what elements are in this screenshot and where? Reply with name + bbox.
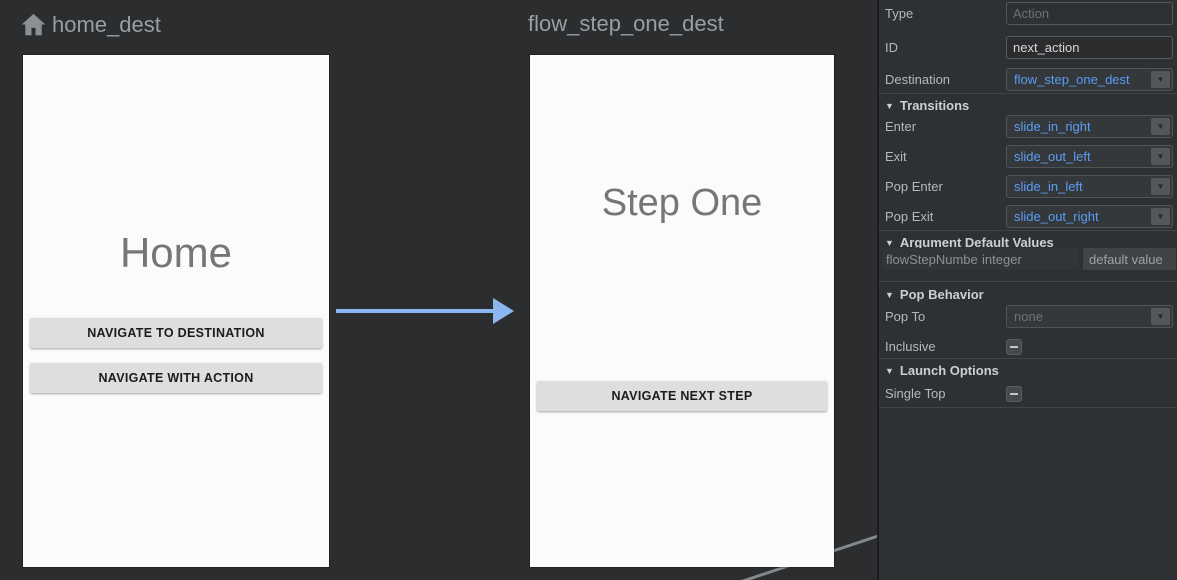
enter-value: slide_in_right [1014,119,1091,134]
enter-label: Enter [885,119,917,134]
exit-label: Exit [885,149,907,164]
divider [879,358,1177,359]
destination-header-step-one[interactable]: flow_step_one_dest [528,11,724,37]
transitions-title: Transitions [899,98,970,113]
home-icon [21,13,46,36]
argument-name: flowStepNumbe [883,248,982,270]
id-input[interactable] [1006,36,1173,59]
destination-header-home[interactable]: home_dest [20,11,161,38]
collapse-triangle-icon[interactable]: ▼ [885,100,894,111]
destination-preview-home[interactable]: Home NAVIGATE TO DESTINATION NAVIGATE WI… [23,55,329,567]
pop-enter-value: slide_in_left [1014,179,1083,194]
argument-defaults-section-header[interactable]: ▼ Argument Default Values [885,234,1175,251]
pop-exit-label: Pop Exit [885,209,934,224]
divider [879,407,1177,408]
attributes-panel: Type ID Destination flow_step_one_dest ▼… [877,0,1177,580]
home-screen-title: Home [119,229,233,276]
nav-graph-canvas[interactable]: home_dest Home NAVIGATE TO DESTINATION N… [0,0,877,580]
pop-enter-label: Pop Enter [885,179,943,194]
collapse-triangle-icon[interactable]: ▼ [885,365,894,376]
exit-dropdown[interactable]: slide_out_left ▼ [1006,145,1173,168]
exit-value: slide_out_left [1014,149,1091,164]
inclusive-label: Inclusive [885,339,936,354]
pop-to-label: Pop To [885,309,926,324]
pop-enter-dropdown[interactable]: slide_in_left ▼ [1006,175,1173,198]
enter-dropdown[interactable]: slide_in_right ▼ [1006,115,1173,138]
argument-row: flowStepNumbe integer default value [883,248,1176,270]
pop-behavior-section-header[interactable]: ▼ Pop Behavior [885,286,1175,303]
action-arrow-home-to-step-one[interactable] [336,298,514,324]
type-input[interactable] [1006,2,1173,25]
divider [879,230,1177,231]
id-label: ID [885,40,898,55]
launch-options-section-header[interactable]: ▼ Launch Options [885,362,1175,379]
chevron-down-icon[interactable]: ▼ [1151,208,1170,225]
pop-exit-value: slide_out_right [1014,209,1099,224]
argument-defaults-title: Argument Default Values [899,235,1054,250]
destination-dropdown[interactable]: flow_step_one_dest ▼ [1006,68,1173,91]
destination-preview-step-one[interactable]: Step One NAVIGATE NEXT STEP [530,55,834,567]
pop-to-value: none [1014,309,1043,324]
chevron-down-icon[interactable]: ▼ [1151,71,1170,88]
destination-label: Destination [885,72,951,87]
divider [879,93,1177,94]
chevron-down-icon[interactable]: ▼ [1151,308,1170,325]
single-top-label: Single Top [885,386,946,401]
navigate-with-action-button: NAVIGATE WITH ACTION [30,363,322,393]
destination-title-home: home_dest [52,11,161,37]
pop-to-dropdown[interactable]: none ▼ [1006,305,1173,328]
collapse-triangle-icon[interactable]: ▼ [885,237,894,248]
divider [879,281,1177,282]
type-label: Type [885,6,914,21]
navigate-to-destination-button: NAVIGATE TO DESTINATION [30,318,322,348]
pop-behavior-title: Pop Behavior [899,287,984,302]
navigate-next-step-button: NAVIGATE NEXT STEP [537,381,827,411]
launch-options-title: Launch Options [899,363,999,378]
chevron-down-icon[interactable]: ▼ [1151,178,1170,195]
single-top-checkbox[interactable] [1006,385,1022,402]
transitions-section-header[interactable]: ▼ Transitions [885,97,1175,114]
destination-value: flow_step_one_dest [1014,72,1130,87]
argument-type: integer [982,248,1079,270]
step-one-screen-title: Step One [601,182,763,224]
chevron-down-icon[interactable]: ▼ [1151,118,1170,135]
pop-exit-dropdown[interactable]: slide_out_right ▼ [1006,205,1173,228]
chevron-down-icon[interactable]: ▼ [1151,148,1170,165]
collapse-triangle-icon[interactable]: ▼ [885,289,894,300]
destination-title-step-one: flow_step_one_dest [528,11,724,36]
inclusive-checkbox[interactable] [1006,338,1022,355]
argument-default-value-field[interactable]: default value [1083,248,1176,270]
